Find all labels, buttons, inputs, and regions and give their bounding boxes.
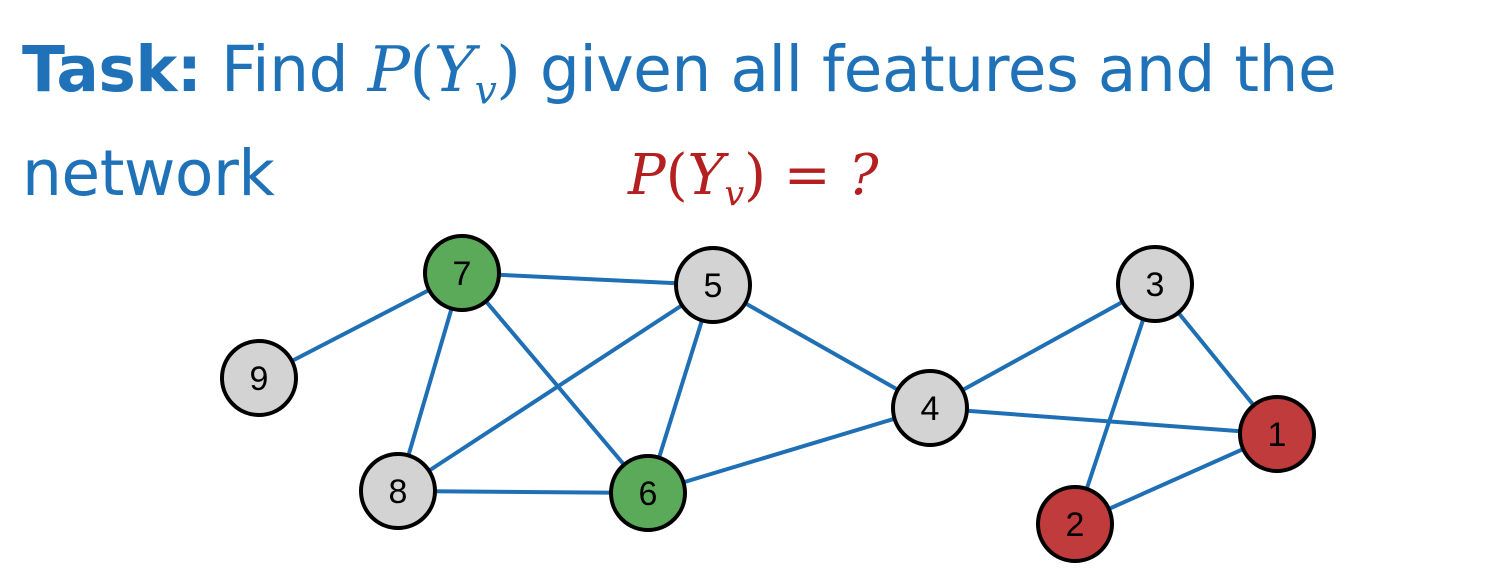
query-y: Y — [687, 143, 725, 208]
task-label: Task: — [22, 33, 202, 106]
formula-y: Y — [433, 33, 476, 106]
node-7: 7 — [423, 234, 501, 312]
node-4-circle — [891, 369, 969, 447]
query-equals-question: = ? — [766, 143, 879, 208]
edge-4-1 — [929, 406, 1278, 436]
edge-5-8 — [396, 283, 715, 493]
edge-8-6 — [397, 489, 649, 495]
node-6: 6 — [609, 454, 687, 532]
node-1: 1 — [1238, 395, 1316, 473]
query-open-paren: ( — [665, 143, 688, 208]
node-1-label: 1 — [1268, 416, 1287, 454]
formula-open-paren: ( — [409, 33, 435, 106]
node-5: 5 — [674, 246, 752, 324]
node-7-label: 7 — [453, 255, 472, 293]
formula-close-paren: ) — [496, 33, 521, 106]
node-8: 8 — [359, 452, 437, 530]
query-subscript: v — [724, 174, 745, 215]
node-9-label: 9 — [250, 360, 269, 398]
node-8-circle — [359, 452, 437, 530]
edge-5-4 — [712, 283, 931, 410]
node-3: 3 — [1116, 245, 1194, 323]
formula-subscript: v — [474, 68, 497, 114]
node-5-circle — [674, 246, 752, 324]
node-2: 2 — [1036, 485, 1114, 563]
query-formula: P(Yv) = ? — [628, 136, 879, 216]
node-4-label: 4 — [921, 390, 940, 428]
task-heading: Task: Find P(Yv) given all features and … — [22, 18, 1492, 226]
node-6-label: 6 — [639, 475, 658, 513]
node-5-label: 5 — [704, 267, 723, 305]
node-6-circle — [609, 454, 687, 532]
edge-7-6 — [460, 271, 650, 495]
node-4: 4 — [891, 369, 969, 447]
node-2-label: 2 — [1066, 506, 1085, 544]
query-close-paren: ) — [744, 143, 766, 208]
edge-4-3 — [929, 282, 1156, 410]
node-7-circle — [423, 234, 501, 312]
node-1-circle — [1238, 395, 1316, 473]
edge-7-5 — [461, 271, 714, 287]
node-8-label: 8 — [389, 473, 408, 511]
edge-6-4 — [647, 406, 931, 495]
graph-nodes: 1 2 3 4 5 6 7 8 9 — [220, 234, 1316, 563]
node-2-circle — [1036, 485, 1114, 563]
formula-p: P — [367, 33, 410, 106]
node-9-circle — [220, 339, 298, 417]
task-text-post: given all features and the network — [22, 33, 1337, 210]
task-text-pre: Find — [221, 33, 349, 106]
task-formula: P(Yv) — [367, 33, 521, 111]
edge-3-2 — [1073, 283, 1157, 525]
node-3-label: 3 — [1146, 266, 1165, 304]
node-3-circle — [1116, 245, 1194, 323]
node-9: 9 — [220, 339, 298, 417]
query-p: P — [628, 143, 666, 208]
